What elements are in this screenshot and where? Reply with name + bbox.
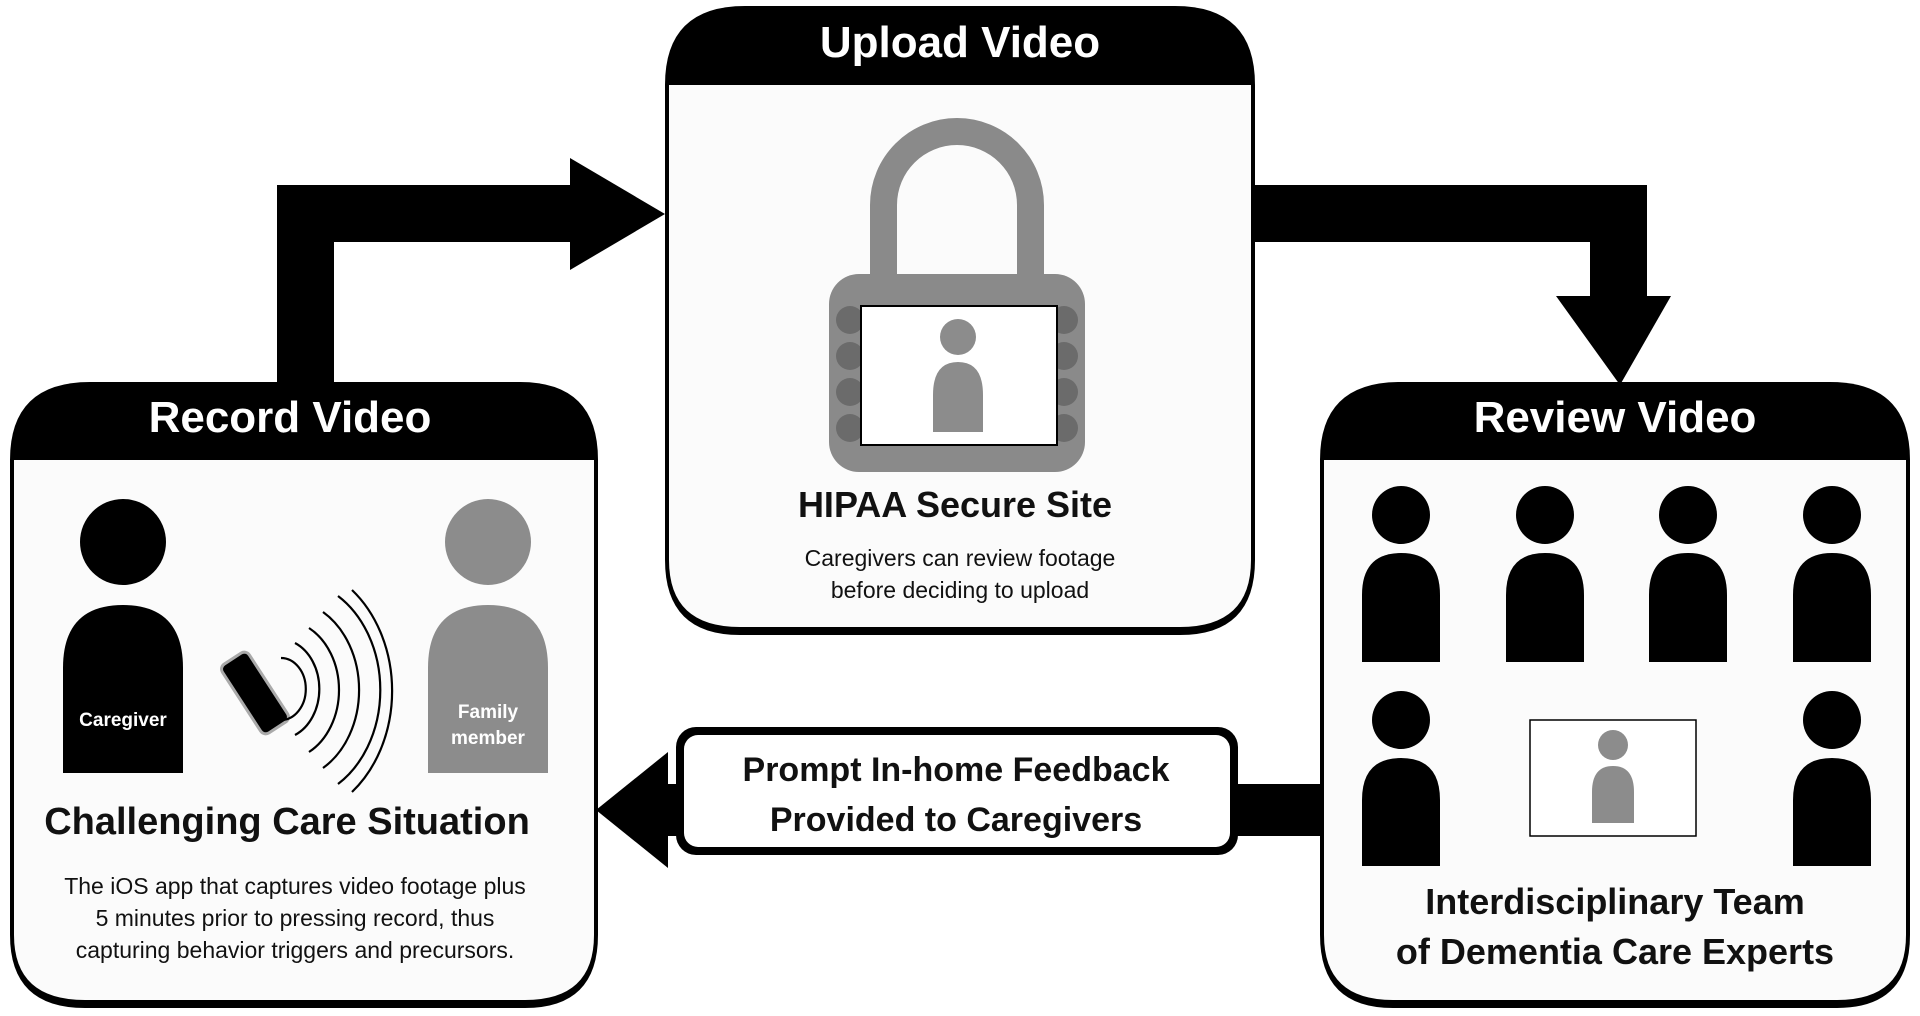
arrow-upload-to-review xyxy=(1255,185,1671,385)
caregiver-icon xyxy=(63,499,183,773)
record-desc-line2: 5 minutes prior to pressing record, thus xyxy=(96,905,495,931)
video-frame-icon xyxy=(860,305,1058,446)
record-title: Record Video xyxy=(149,393,432,442)
upload-video-panel: Upload Video HIPAA Secure Site Caregiver… xyxy=(665,6,1255,635)
expert-person-icon xyxy=(1649,486,1727,662)
feedback-line2: Provided to Caregivers xyxy=(770,801,1142,839)
expert-person-icon xyxy=(1793,486,1871,662)
upload-heading: HIPAA Secure Site xyxy=(798,484,1112,525)
review-title: Review Video xyxy=(1474,393,1757,442)
signal-waves-icon xyxy=(280,589,394,793)
family-label-line1: Family xyxy=(458,702,519,723)
feedback-box: Prompt In-home Feedback Provided to Care… xyxy=(676,727,1238,855)
expert-person-icon xyxy=(1362,691,1440,866)
expert-person-icon xyxy=(1793,691,1871,866)
record-video-panel: Record Video Caregiver Family member Cha… xyxy=(10,382,598,1008)
record-desc-line3: capturing behavior triggers and precurso… xyxy=(76,937,515,963)
expert-person-icon xyxy=(1362,486,1440,662)
review-video-panel: Review Video xyxy=(1320,382,1910,1008)
review-heading-line2: of Dementia Care Experts xyxy=(1396,931,1834,972)
feedback-line1: Prompt In-home Feedback xyxy=(743,751,1170,789)
smartphone-icon xyxy=(220,650,290,736)
upload-title: Upload Video xyxy=(820,18,1100,67)
family-member-icon xyxy=(428,499,548,773)
expert-person-icon xyxy=(1506,486,1584,662)
upload-desc-line1: Caregivers can review footage xyxy=(805,545,1116,571)
upload-desc-line2: before deciding to upload xyxy=(831,577,1089,603)
family-label-line2: member xyxy=(451,728,526,749)
record-heading: Challenging Care Situation xyxy=(44,801,530,843)
record-desc-line1: The iOS app that captures video footage … xyxy=(64,873,526,899)
review-heading-line1: Interdisciplinary Team xyxy=(1425,881,1804,922)
arrow-record-to-upload xyxy=(277,158,665,395)
caregiver-label: Caregiver xyxy=(79,710,167,731)
video-frame-icon xyxy=(1529,719,1697,837)
